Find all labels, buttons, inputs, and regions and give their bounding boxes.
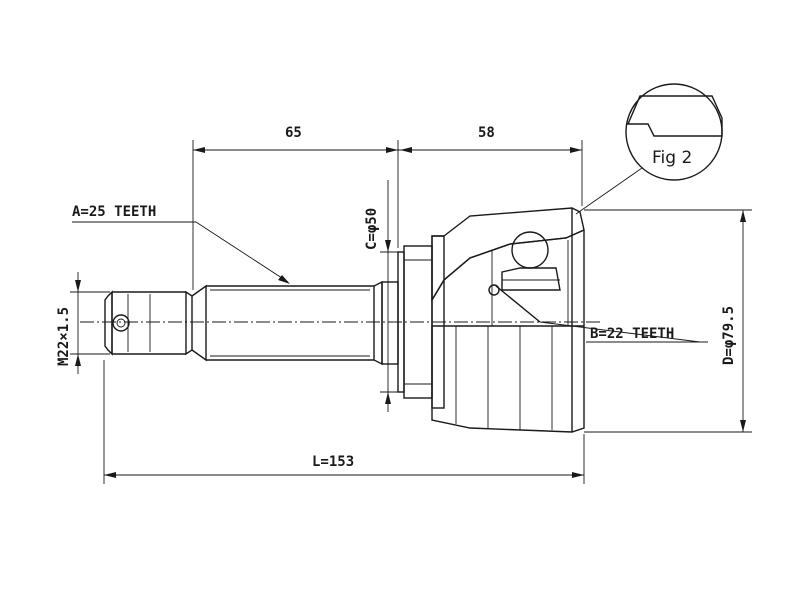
ball-bearing [511,231,549,269]
shaft-spline-a [191,280,383,366]
label-a-teeth: A=25 TEETH [72,204,290,284]
dim-l-label: L=153 [312,454,354,470]
dimension-l: L=153 [103,360,585,484]
cotter-pin-hole [112,314,130,332]
fig2-detail: Fig 2 [575,83,723,215]
dimension-65: 65 [192,125,399,290]
outer-housing [431,207,585,433]
a-teeth-label: A=25 TEETH [72,204,156,220]
inner-race [488,231,561,323]
dimension-c: C=φ50 [364,180,398,412]
dim-c-label: C=φ50 [364,208,380,250]
dimension-d: D=φ79.5 [584,209,752,433]
figure-label: Fig 2 [652,148,692,168]
dim-thread-label: M22×1.5 [56,307,72,366]
shaft-threaded-end [104,290,193,356]
dimension-58: 58 [398,125,583,206]
detail-leader [575,167,643,215]
dimension-thread: M22×1.5 [56,272,110,374]
b-teeth-label: B=22 TEETH [590,326,674,342]
dim-58-label: 58 [478,125,495,141]
dim-65-label: 65 [285,125,302,141]
dim-d-label: D=φ79.5 [721,306,737,365]
label-b-teeth: B=22 TEETH [539,321,708,343]
